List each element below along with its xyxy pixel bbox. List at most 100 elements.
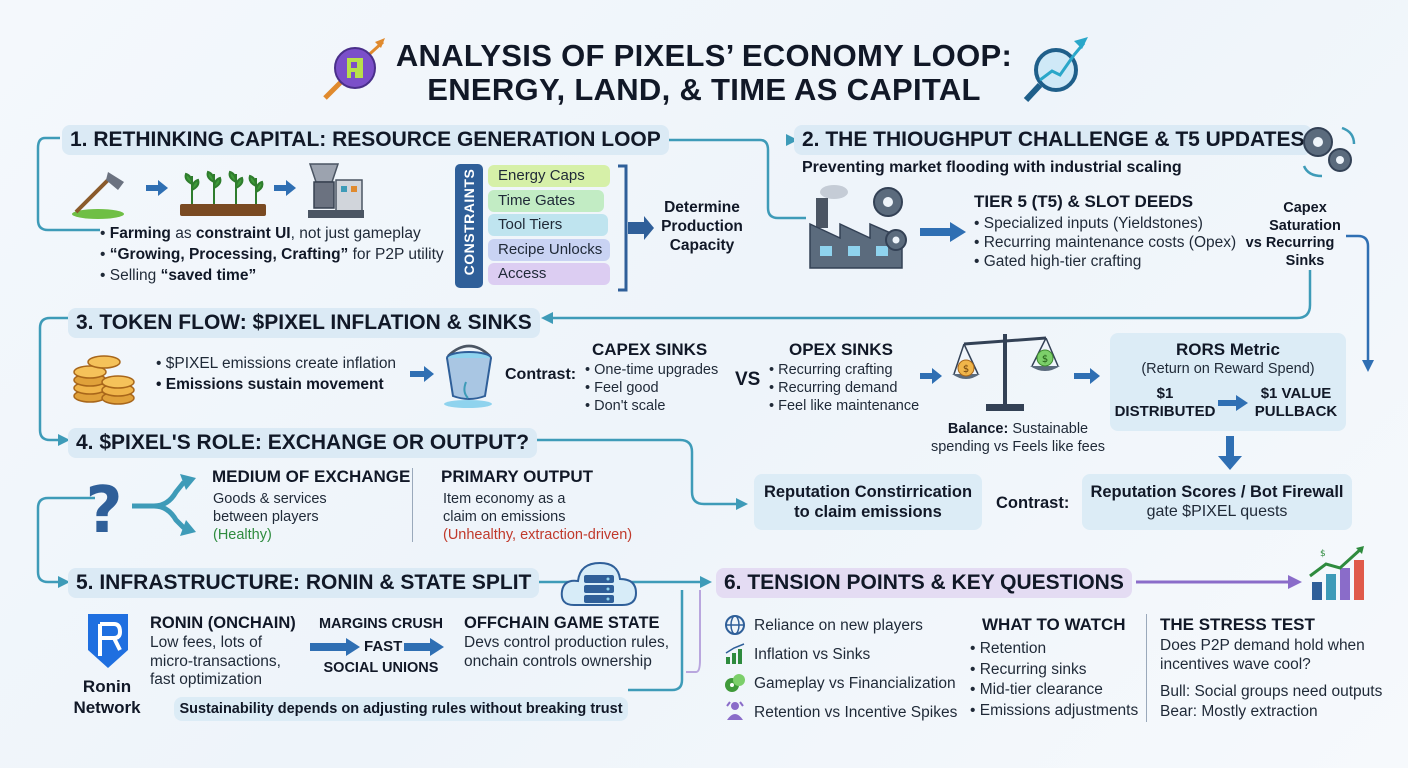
capex-item: One-time upgrades [585,361,718,379]
primary-title: PRIMARY OUTPUT [441,467,594,486]
fast-label: FAST [364,638,403,655]
section-3-title: 3. TOKEN FLOW: $PIXEL INFLATION & SINKS [68,308,540,338]
cloud-server-icon [560,555,640,618]
growth-chart-icon: $ [1306,546,1370,607]
capex-item: Don't scale [585,397,718,415]
offchain-title: OFFCHAIN GAME STATE [464,614,660,632]
constraints-list: Energy Caps Time Gates Tool Tiers Recipe… [488,165,610,288]
what-to-watch-title: WHAT TO WATCH [982,615,1126,634]
s4-contrast-label: Contrast: [996,494,1070,512]
reputation-card: Reputation Constirrication to claim emis… [754,474,982,530]
rors-subtitle: (Return on Reward Spend) [1141,361,1315,377]
arrow-down-icon [1218,436,1242,475]
tension-item: Retention vs Incentive Spikes [754,704,958,721]
opex-item: Recurring demand [769,379,919,397]
s3-bullet-1: $PIXEL emissions create inflation [156,354,396,373]
constraint-energy-caps: Energy Caps [488,165,610,187]
bot-firewall-card: Reputation Scores / Bot Firewall gate $P… [1082,474,1352,530]
balance-note: Balance: Sustainable spending vs Feels l… [930,421,1106,455]
game-controller-icon [724,672,746,699]
person-spike-icon [724,700,746,727]
pixels-logo-icon [315,38,390,108]
tier5-bullets: Specialized inputs (Yieldstones) Recurri… [974,214,1236,271]
opex-sinks-list: Recurring crafting Recurring demand Feel… [769,361,919,415]
trend-chart-icon [724,643,746,670]
ronin-logo-icon [84,610,132,675]
capex-sinks-title: CAPEX SINKS [592,340,708,359]
balance-scale-icon: $ $ [950,330,1060,419]
vs-label: VS [735,369,761,390]
section-4-title: 4. $PIXEL'S ROLE: EXCHANGE OR OUTPUT? [68,428,538,458]
arrow-right-icon [274,180,296,201]
social-unions-label: SOCIAL UNIONS [323,660,439,676]
svg-text:$: $ [1042,354,1048,365]
svg-text:?: ? [85,474,122,548]
svg-text:$: $ [963,364,969,375]
constraint-access: Access [488,263,610,285]
watch-item: Recurring sinks [970,660,1138,681]
arrow-right-icon [920,368,942,389]
s1-bullet-1: Farming as constraint UI, not just gamep… [100,224,421,243]
opex-item: Recurring crafting [769,361,919,379]
arrow-right-icon [920,222,966,247]
constraints-bracket-icon [614,164,654,295]
page-title-line1: ANALYSIS OF PIXELS’ ECONOMY LOOP: [395,38,1013,73]
question-fork-icon: ? [84,470,204,548]
divider [412,468,413,542]
s1-bullet-3: Selling “saved time” [100,266,256,285]
tension-item: Reliance on new players [754,617,923,634]
s2-subtitle: Preventing market flooding with industri… [802,159,1182,176]
hoe-icon [68,168,128,225]
constraint-tool-tiers: Tool Tiers [488,214,608,236]
tension-item: Gameplay vs Financialization [754,675,956,692]
watch-item: Retention [970,639,1138,660]
constraint-recipe-unlocks: Recipe Unlocks [488,238,610,261]
capex-saturation-note: Capex Saturation vs Recurring Sinks [1245,200,1341,269]
analysis-magnifier-icon [1018,35,1098,110]
globe-icon [724,614,746,641]
coins-icon [70,348,140,413]
divider [1146,614,1147,722]
arrow-right-icon [410,366,434,387]
section-5-title: 5. INFRASTRUCTURE: RONIN & STATE SPLIT [68,568,540,598]
tension-item: Inflation vs Sinks [754,646,871,663]
bear-case: Bear: Mostly extraction [1160,703,1318,720]
s3-contrast-label: Contrast: [505,366,577,383]
tier5-bullet: Specialized inputs (Yieldstones) [974,214,1236,233]
arrow-right-icon [404,638,444,661]
medium-desc: Goods & services between players (Health… [213,491,327,543]
ronin-desc: Low fees, lots of micro-transactions, fa… [150,634,281,688]
sustainability-footer: Sustainability depends on adjusting rule… [174,697,628,721]
s3-bullet-2: Emissions sustain movement [156,375,384,394]
watch-item: Emissions adjustments [970,701,1139,722]
ronin-onchain-title: RONIN (ONCHAIN) [150,614,296,632]
watch-item: Mid-tier clearance [970,680,1138,701]
factory-icon [806,184,912,275]
primary-desc: Item economy as a claim on emissions (Un… [443,491,633,543]
processing-machine-icon [304,160,366,227]
what-to-watch-list: Retention Recurring sinks Mid-tier clear… [970,639,1139,722]
rors-title: RORS Metric [1176,340,1280,359]
tier5-bullet: Recurring maintenance costs (Opex) [974,233,1236,252]
opex-sinks-title: OPEX SINKS [789,340,893,359]
page-title-line2: ENERGY, LAND, & TIME AS CAPITAL [427,72,981,107]
crops-icon [178,162,268,223]
arrow-right-icon [310,638,360,661]
arrow-right-icon [1218,395,1248,416]
constraints-label-bar: CONSTRAINTS [455,164,483,288]
capex-item: Feel good [585,379,718,397]
section-6-title: 6. TENSION POINTS & KEY QUESTIONS [716,568,1132,598]
ronin-network-label: Ronin Network [73,677,141,717]
stress-test-title: THE STRESS TEST [1160,615,1315,634]
margins-crush-label: MARGINS CRUSH [318,616,444,632]
opex-item: Feel like maintenance [769,397,919,415]
constraints-label: CONSTRAINTS [461,168,477,276]
section-1-title: 1. RETHINKING CAPITAL: RESOURCE GENERATI… [62,125,669,155]
arrow-right-icon [146,180,168,201]
bull-case: Bull: Social groups need outputs [1160,683,1383,700]
leaky-bucket-icon [438,342,500,415]
